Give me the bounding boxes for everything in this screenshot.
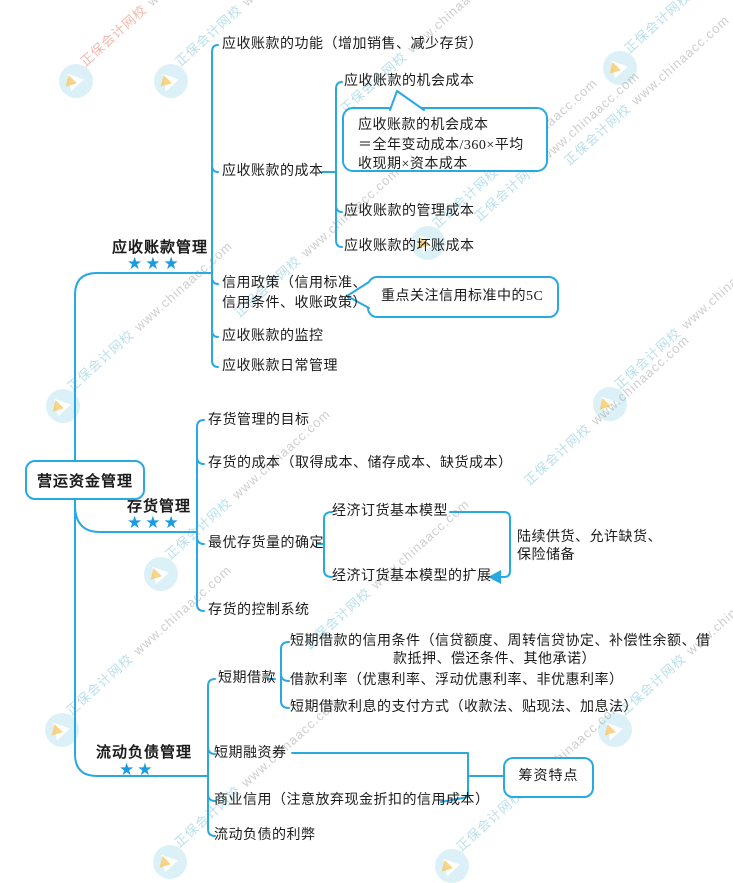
node-inventory-cost: 存货的成本（取得成本、储存成本、缺货成本） <box>208 456 513 471</box>
callout-5c: 重点关注信用标准中的5C <box>381 289 544 304</box>
node-ar-daily-management: 应收账款日常管理 <box>222 359 338 374</box>
note-opportunity-cost-line1: 应收账款的机会成本 <box>358 118 489 133</box>
node-credit-policy-line2: 信用条件、收账政策） <box>222 296 367 311</box>
branch-label-current-liabilities: 流动负债管理 <box>96 745 193 761</box>
node-loan-interest-rate: 借款利率（优惠利率、浮动优惠利率、非优惠利率） <box>290 673 624 688</box>
branch-rating-inventory: ★★★ <box>127 513 182 532</box>
branch-label-inventory: 存货管理 <box>127 499 192 515</box>
branch-label-receivables: 应收账款管理 <box>112 240 209 256</box>
node-ar-baddebt-cost: 应收账款的坏账成本 <box>344 239 475 254</box>
branch-rating-receivables: ★★★ <box>127 254 182 273</box>
node-short-term-loan: 短期借款 <box>218 671 276 686</box>
node-ar-opportunity-cost: 应收账款的机会成本 <box>344 74 475 89</box>
node-short-term-financing-bond: 短期融资券 <box>214 746 287 761</box>
node-ar-function: 应收账款的功能（增加销售、减少存货） <box>222 37 483 52</box>
note-opportunity-cost-line3: 收现期×资本成本 <box>358 157 468 172</box>
brand-logo-watermark-icon <box>144 557 178 591</box>
node-ar-management-cost: 应收账款的管理成本 <box>344 204 475 219</box>
note-opportunity-cost-line2: ＝全年变动成本/360×平均 <box>358 138 524 153</box>
node-optimal-inventory: 最优存货量的确定 <box>208 536 324 551</box>
branch-rating-current-liabilities: ★★ <box>119 760 156 779</box>
brand-logo-watermark-icon <box>45 713 79 747</box>
brand-logo-watermark-icon <box>411 226 445 260</box>
node-loan-interest-payment: 短期借款利息的支付方式（收款法、贴现法、加息法） <box>290 700 638 715</box>
node-ar-cost: 应收账款的成本 <box>222 164 324 179</box>
node-inventory-control-system: 存货的控制系统 <box>208 603 310 618</box>
annotation-eoq-line1: 陆续供货、允许缺货、 <box>517 530 662 545</box>
node-commercial-credit: 商业信用（注意放弃现金折扣的信用成本） <box>214 793 490 808</box>
brand-logo-watermark-icon <box>603 51 637 85</box>
brand-logo-watermark-icon <box>154 64 188 98</box>
node-eoq-extension: 经济订货基本模型的扩展 <box>332 569 492 584</box>
node-ar-monitoring: 应收账款的监控 <box>222 329 324 344</box>
annotation-eoq-line2: 保险储备 <box>517 548 575 563</box>
brand-logo-watermark-icon <box>593 387 627 421</box>
node-eoq-model: 经济订货基本模型 <box>332 504 448 519</box>
brand-logo-watermark-icon <box>598 713 632 747</box>
brand-logo-watermark-icon <box>59 64 93 98</box>
node-credit-policy-line1: 信用政策（信用标准、 <box>222 276 367 291</box>
node-current-liability-pros-cons: 流动负债的利弊 <box>214 828 316 843</box>
root-node: 营运资金管理 <box>25 460 145 500</box>
node-loan-credit-terms-line1: 短期借款的信用条件（信贷额度、周转信贷协定、补偿性余额、借 <box>290 634 711 649</box>
callout-financing-features: 筹资特点 <box>518 769 579 784</box>
node-loan-credit-terms-line2: 款抵押、偿还条件、其他承诺） <box>393 652 596 667</box>
node-inventory-goal: 存货管理的目标 <box>208 413 310 428</box>
